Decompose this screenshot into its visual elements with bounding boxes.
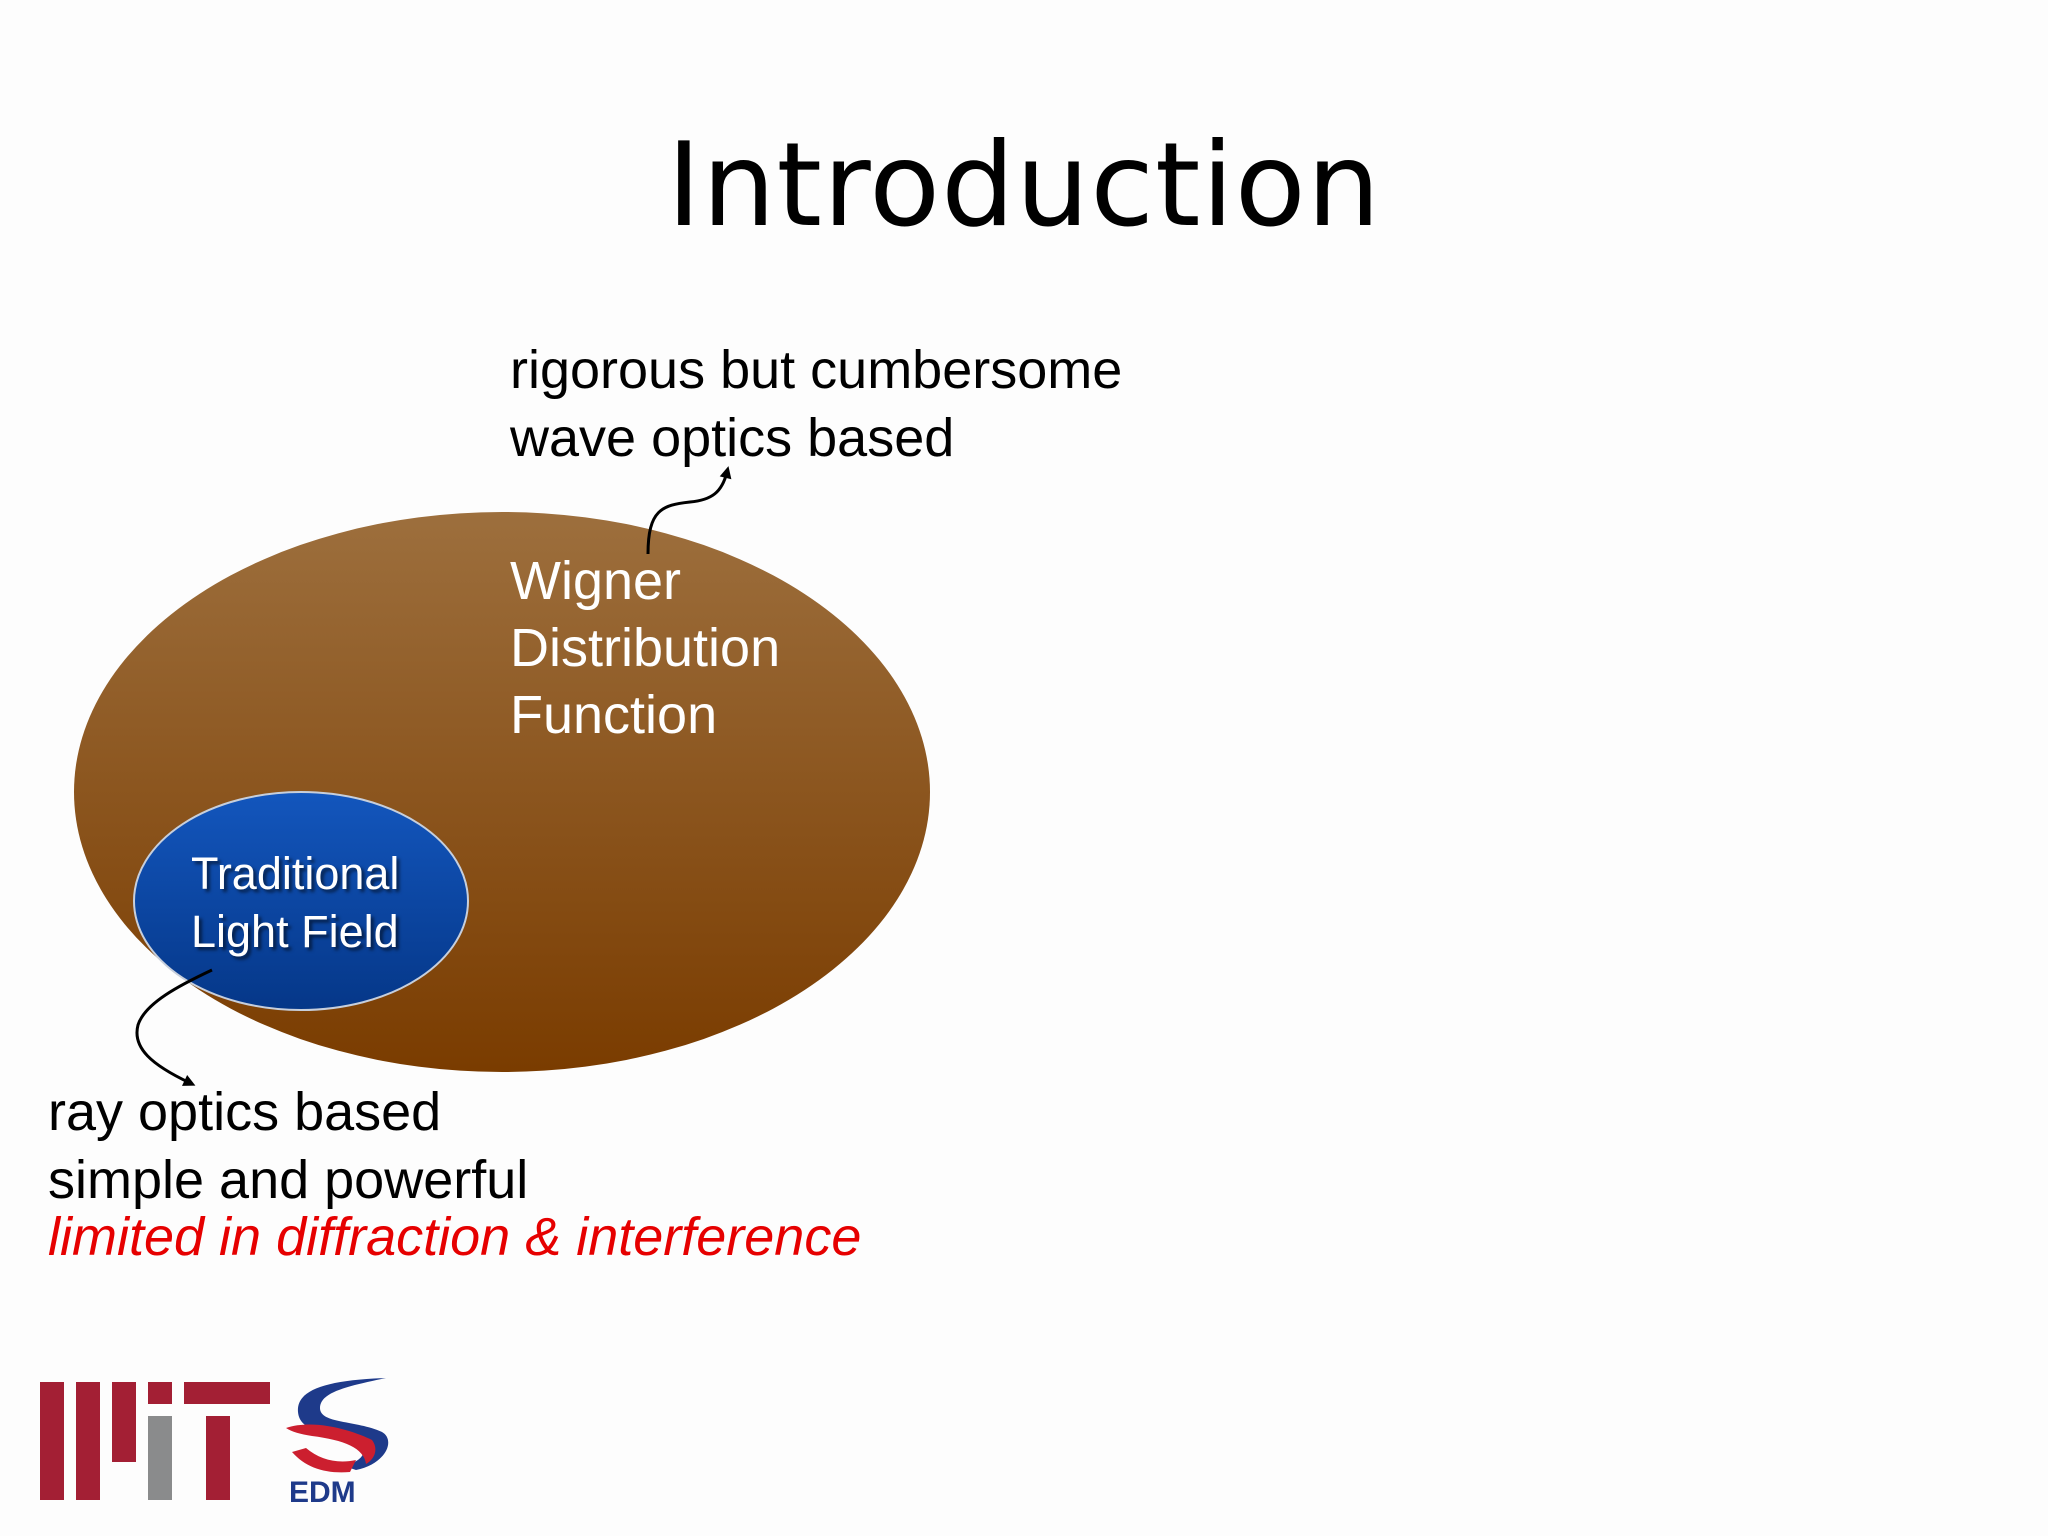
region-label-line: Distribution — [510, 618, 781, 678]
traditional-light-field-region — [133, 791, 469, 1011]
ray-optics-arrow — [135, 968, 213, 1086]
region-label-line: Wigner — [510, 551, 682, 611]
annotation-line: rigorous but cumbersome — [510, 340, 1123, 400]
annotation-line: ray optics based — [48, 1082, 442, 1142]
annotation-line: simple and powerful — [48, 1150, 529, 1210]
region-label-line: Function — [510, 685, 718, 745]
mit-logo — [40, 1382, 270, 1500]
region-label-line: Light Field — [191, 906, 399, 957]
limitation-note: limited in diffraction & interference — [48, 1207, 862, 1267]
slide-title: Introduction — [666, 118, 1382, 253]
wave-optics-annotation: rigorous but cumbersome wave optics base… — [510, 336, 1122, 472]
region-label-line: Traditional — [191, 848, 400, 899]
wave-optics-arrow — [646, 466, 732, 555]
annotation-line: wave optics based — [510, 408, 955, 468]
ray-optics-annotation: ray optics based simple and powerful — [48, 1078, 528, 1214]
svg-text:EDM: EDM — [289, 1476, 356, 1506]
wigner-distribution-label: Wigner Distribution Function — [510, 548, 780, 749]
traditional-light-field-label: Traditional Light Field — [191, 845, 399, 961]
edm-logo: EDM — [286, 1378, 389, 1506]
